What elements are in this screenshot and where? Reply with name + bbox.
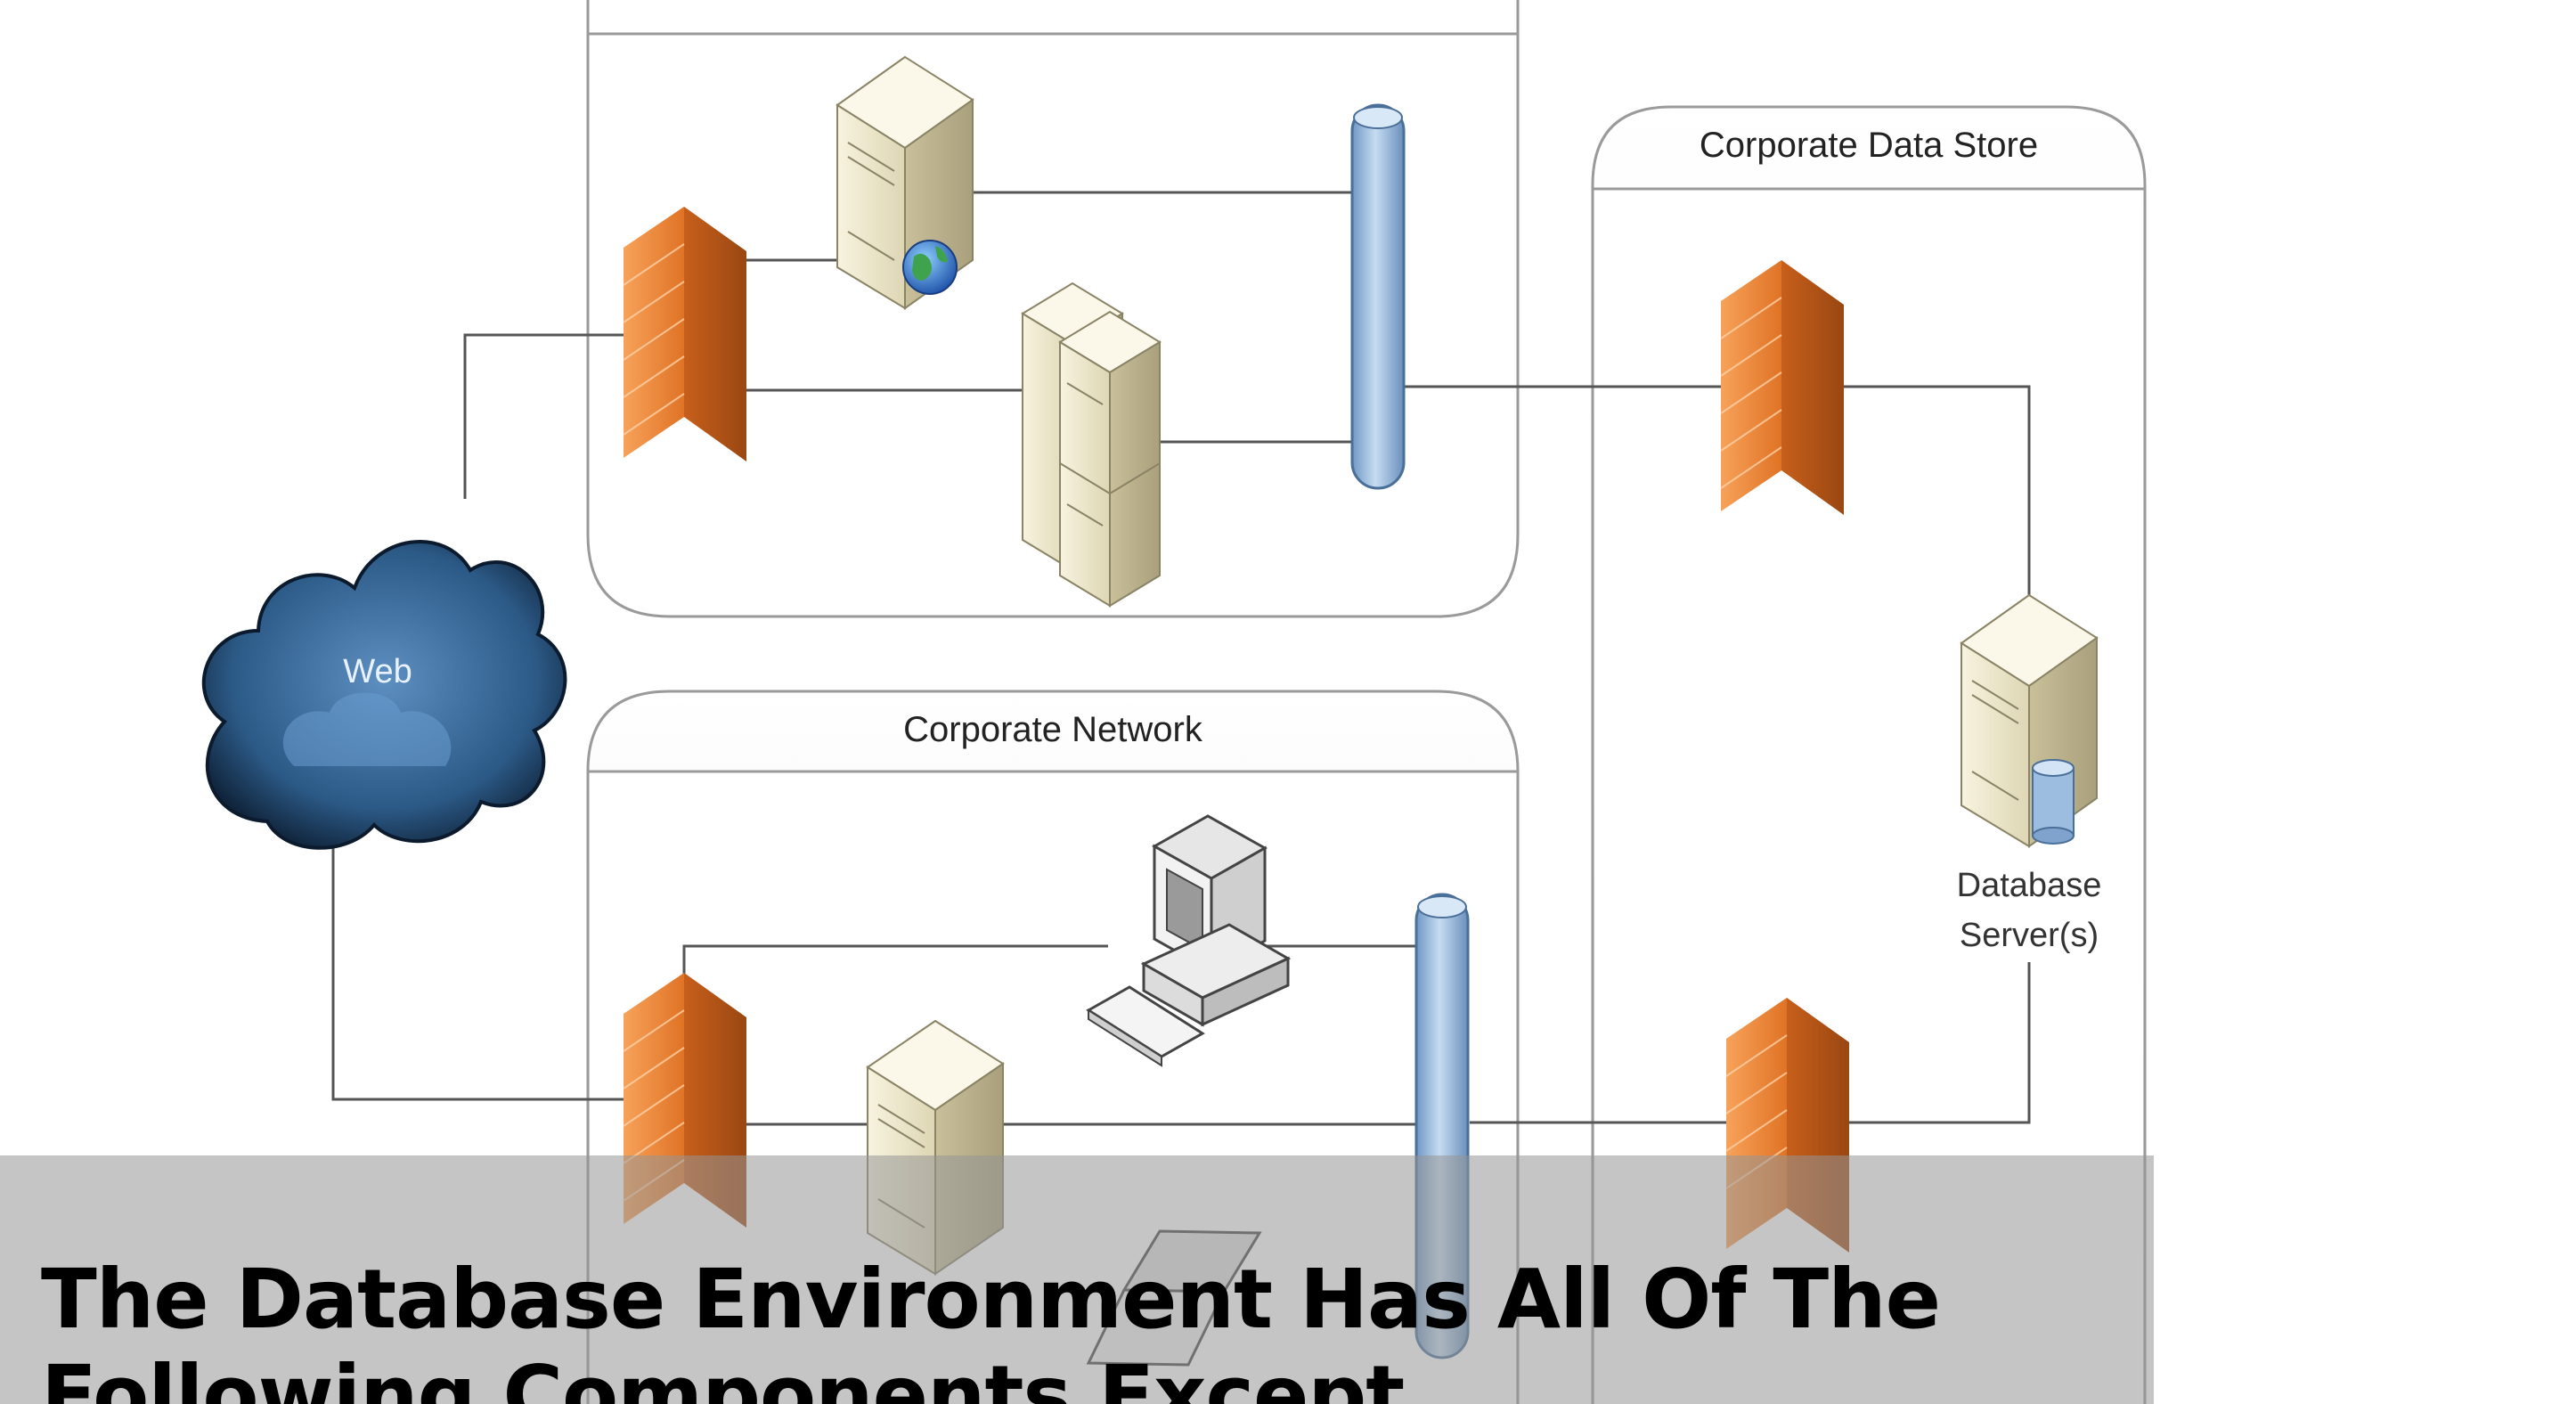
connections — [331, 191, 2031, 1126]
link-dbserver-lower-firewall — [1470, 962, 2031, 1124]
corporate-data-store-label: Corporate Data Store — [1700, 126, 2038, 165]
link-datastore-firewall-dbserver — [1842, 385, 2031, 597]
database-server-label-line1: Database — [1957, 867, 2102, 904]
link-web-dmz-firewall — [463, 333, 625, 499]
firewall-icon-datastore — [1720, 260, 1844, 515]
network-bus-dmz — [1350, 103, 1406, 490]
web-cloud-label: Web — [343, 653, 412, 690]
corporate-network-label: Corporate Network — [903, 710, 1203, 749]
database-server-icon: Database Server(s) — [1957, 593, 2102, 954]
workstation-icon — [1086, 814, 1292, 1067]
app-server-front — [1058, 310, 1162, 608]
firewall-icon-dmz — [623, 207, 746, 461]
web-server-icon — [836, 55, 974, 310]
dmz-zone — [586, 0, 1520, 618]
app-server-cluster-icon — [1021, 282, 1162, 608]
link-web-corp-firewall — [331, 837, 684, 1101]
globe-icon — [902, 240, 958, 295]
caption-overlay: The Database Environment Has All Of The … — [0, 1155, 2154, 1404]
caption-title: The Database Environment Has All Of The … — [41, 1252, 1941, 1404]
database-server-label-line2: Server(s) — [1960, 917, 2099, 954]
web-cloud-icon: Web — [201, 540, 567, 850]
database-cylinder-icon — [2032, 759, 2075, 845]
